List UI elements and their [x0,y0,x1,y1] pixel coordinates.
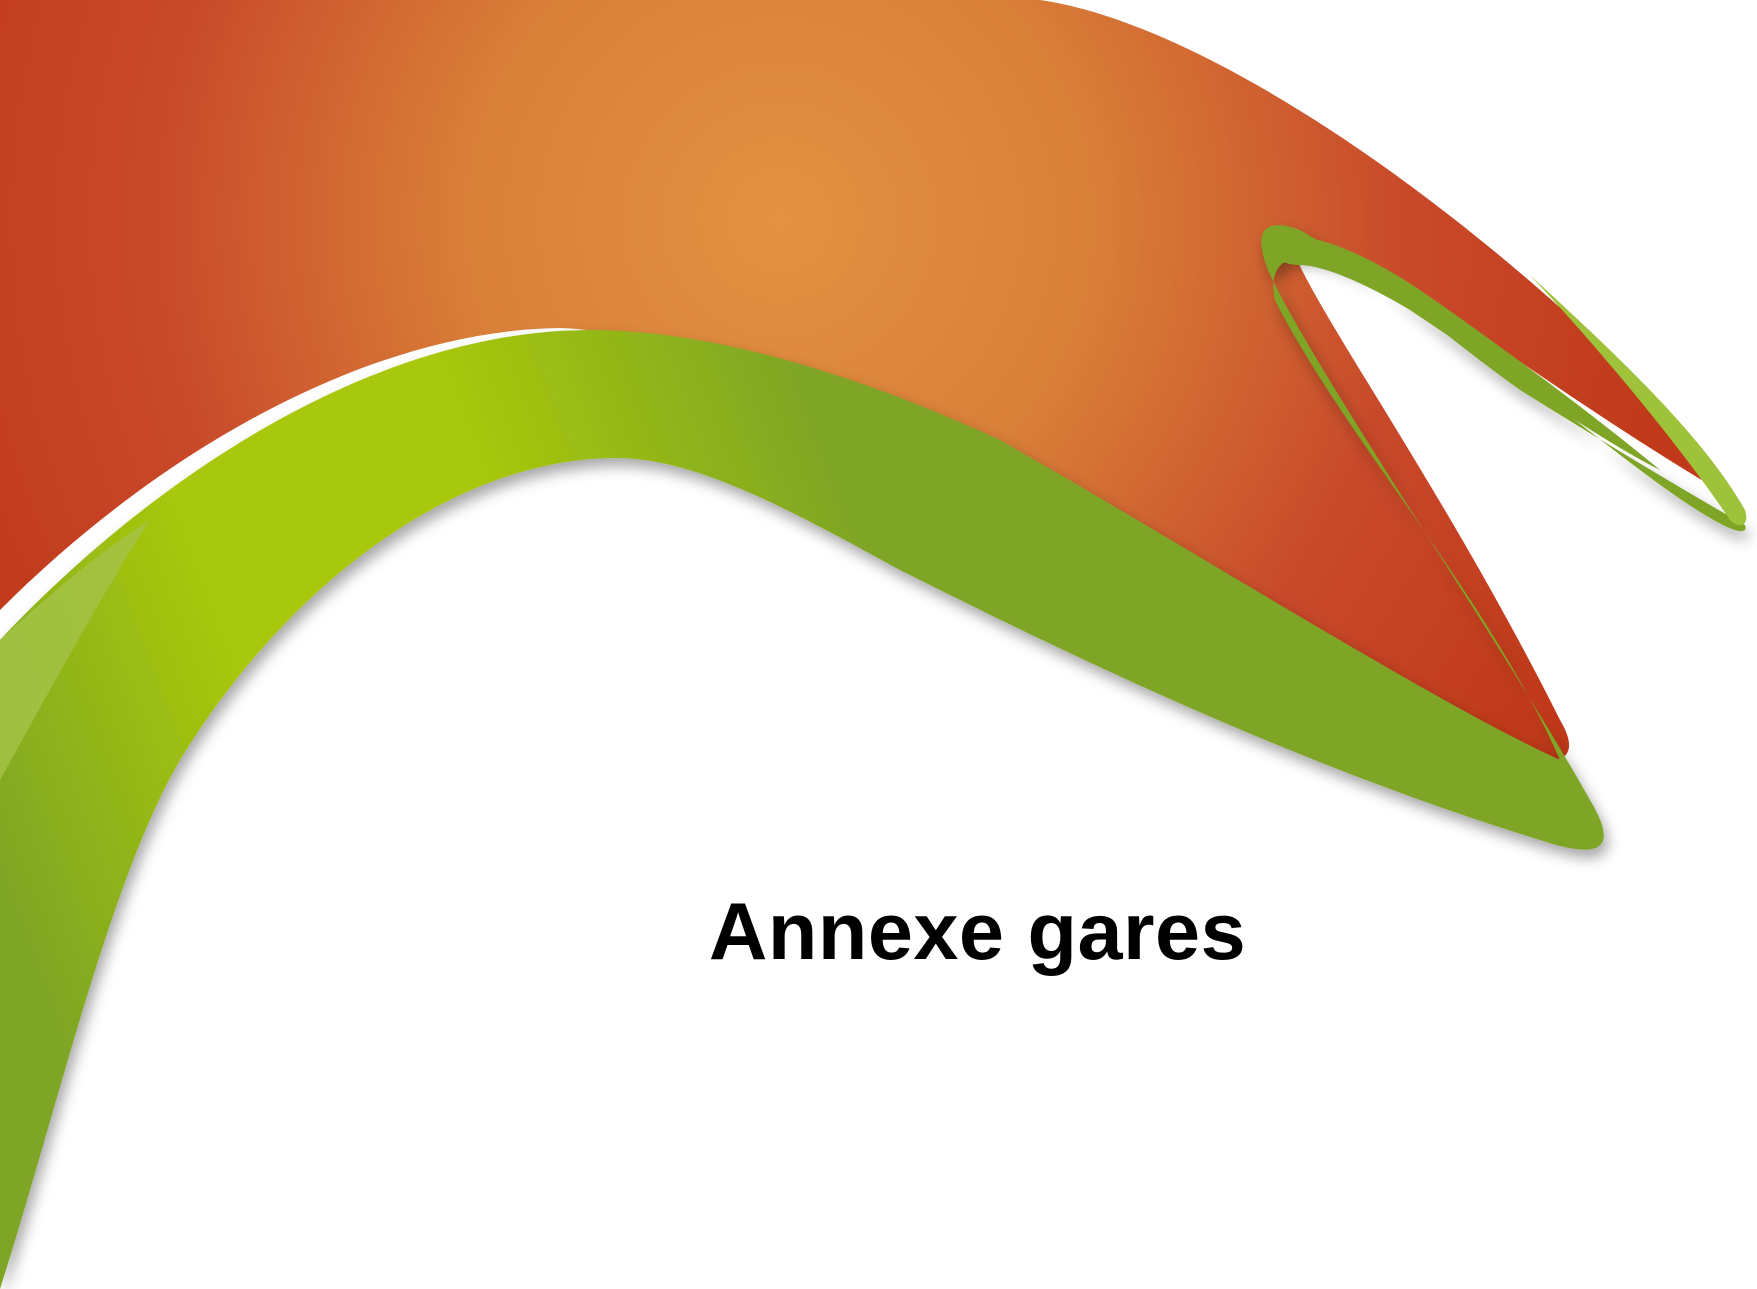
green-ribbon-tip [1530,275,1747,526]
slide-title: Annexe gares [708,887,1247,977]
green-left-highlight [0,520,150,780]
green-band [0,225,1746,1289]
orange-band [0,0,1735,762]
green-loop-inner [1265,235,1660,470]
